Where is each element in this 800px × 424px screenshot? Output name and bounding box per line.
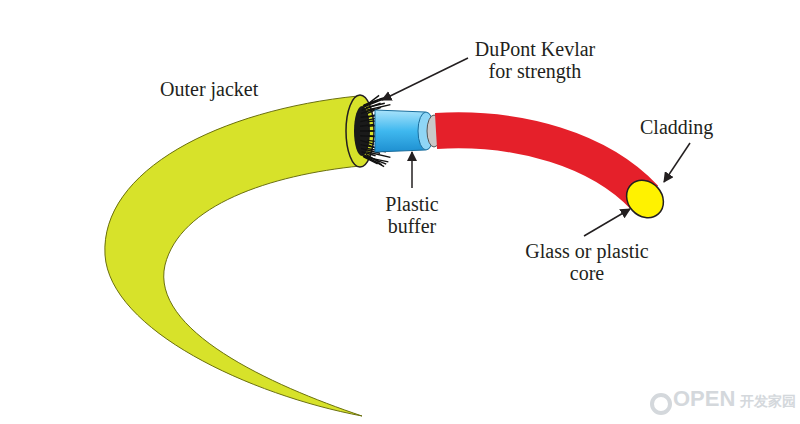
watermark: OPEN bbox=[673, 388, 743, 410]
leader-line bbox=[664, 143, 690, 182]
fiber-end-face bbox=[619, 173, 671, 225]
part-label: Cladding bbox=[640, 116, 740, 138]
watermark: 开发家园 bbox=[740, 392, 798, 410]
plastic-buffer bbox=[375, 110, 433, 152]
leader-line bbox=[382, 58, 468, 100]
part-label: Plastic buffer bbox=[362, 193, 462, 237]
fiber-core-cladding bbox=[436, 130, 645, 198]
leader-line bbox=[411, 152, 413, 188]
leader-line bbox=[584, 209, 630, 236]
outer-jacket bbox=[105, 96, 362, 416]
part-label: Glass or plastic core bbox=[522, 240, 652, 284]
part-label: Outer jacket bbox=[160, 78, 300, 100]
part-label: DuPont Kevlar for strength bbox=[470, 38, 600, 82]
watermark-logo bbox=[652, 395, 670, 413]
